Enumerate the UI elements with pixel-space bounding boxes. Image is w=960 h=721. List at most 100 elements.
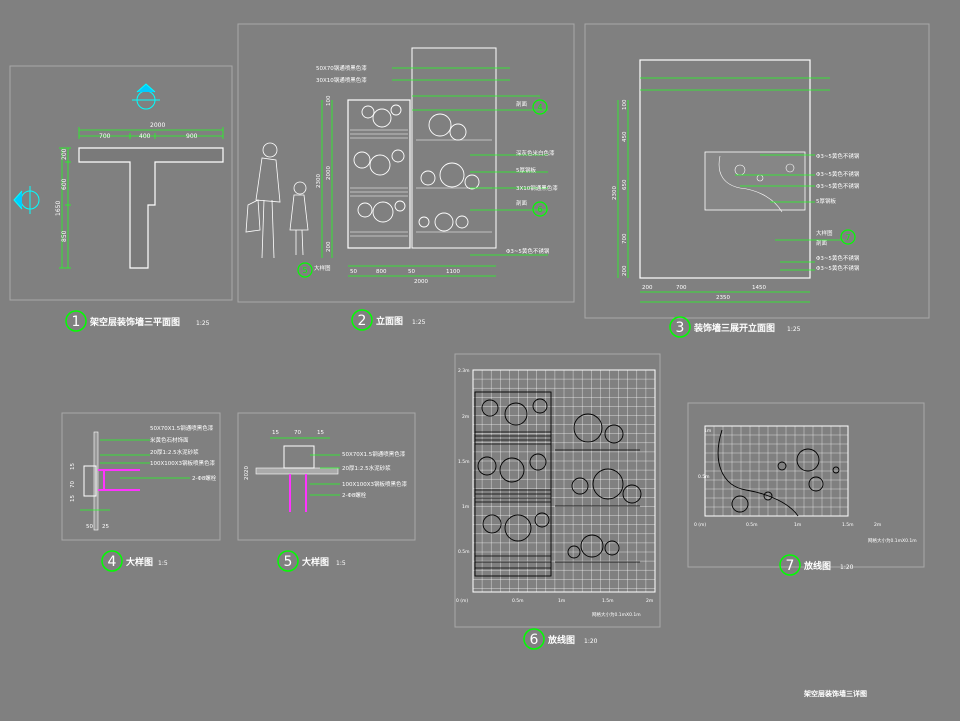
unfold-note: Φ3~5黄色不锈钢 bbox=[816, 170, 860, 178]
grid6-y-label: 2.3m bbox=[458, 368, 470, 374]
unfold-dim: 100 bbox=[622, 99, 628, 110]
title-badge-4: 4 大样图 1:5 bbox=[101, 550, 168, 572]
grid7-y-label: 1m bbox=[704, 428, 711, 434]
detail4-dim: 15 bbox=[70, 463, 76, 470]
people-figure-icon bbox=[245, 142, 309, 259]
elev-dim: 800 bbox=[376, 269, 387, 275]
drawing-title: 放线图 bbox=[803, 560, 831, 572]
plan-left-seg: 600 bbox=[61, 178, 68, 190]
unfold-dim: 200 bbox=[642, 285, 653, 291]
plan-left-seg: 850 bbox=[61, 230, 68, 242]
callout-markers bbox=[297, 99, 548, 278]
grid7-y-label: 0 (m) bbox=[694, 522, 706, 528]
title-badge-1: 1 架空层装饰墙三平面图 1:25 bbox=[65, 310, 210, 332]
grid7-x-label: 2m bbox=[874, 522, 881, 528]
badge-number: 6 bbox=[530, 632, 539, 648]
grid6-y-label: 1m bbox=[462, 504, 469, 510]
detail5-note: 20厚1:2.5水泥砂浆 bbox=[342, 464, 391, 472]
callout-marker bbox=[840, 229, 856, 245]
elev-dim: 2000 bbox=[326, 166, 332, 180]
detail4-note: 20厚1:2.5水泥砂浆 bbox=[150, 448, 199, 456]
badge-number: 1 bbox=[72, 314, 81, 330]
detail4-note: 100X100X3钢板喷黑色漆 bbox=[150, 459, 216, 467]
unfold-dim: 1450 bbox=[752, 285, 766, 291]
plan-top-seg: 400 bbox=[139, 133, 151, 140]
elev-dim-total: 2300 bbox=[316, 174, 322, 188]
unfold-dim: 700 bbox=[622, 233, 628, 244]
elev-note: Φ3~5黄色不锈钢 bbox=[506, 247, 550, 255]
detail-5: 15 70 15 2020 50X70X1.5钢通喷黑色漆 20厚1:2.5水泥… bbox=[244, 430, 408, 512]
grid6-y-label: 0 (m) bbox=[456, 598, 468, 604]
grid7-x-label: 1m bbox=[794, 522, 801, 528]
elev-dim-total: 2000 bbox=[414, 279, 428, 285]
elev-dim: 50 bbox=[350, 269, 357, 275]
detail4-dim: 15 bbox=[70, 495, 76, 502]
panel-frames bbox=[9, 23, 930, 628]
grid6-x-label: 2m bbox=[646, 598, 653, 604]
drawing-title: 立面图 bbox=[376, 315, 403, 327]
grid6-y-label: 0.5m bbox=[458, 549, 470, 555]
title-badge-7: 7 放线图 1:20 bbox=[779, 554, 854, 576]
unfold-dim-total: 2300 bbox=[612, 186, 618, 200]
unfold-note: 剖面 bbox=[816, 239, 828, 247]
elev-dim: 200 bbox=[326, 241, 332, 252]
grid-plan-7: 1m 0.5m 0 (m) 0.5m 1m 1.5m 2m 网格大小为0.1mX… bbox=[694, 425, 917, 544]
detail5-dim: 15 bbox=[317, 430, 324, 436]
unfold-note: Φ3~5黄色不锈钢 bbox=[816, 182, 860, 190]
elev-note: 30X10钢通喷黑色漆 bbox=[316, 76, 367, 84]
unfold-dim: 450 bbox=[622, 131, 628, 142]
detail5-dim: 15 bbox=[272, 430, 279, 436]
drawing-scale: 1:20 bbox=[840, 564, 854, 571]
drawing-scale: 1:5 bbox=[158, 560, 168, 567]
grid7-x-label: 1.5m bbox=[842, 522, 854, 528]
elev-dim: 50 bbox=[408, 269, 415, 275]
callout-number: 7 bbox=[845, 233, 850, 242]
grid6-note: 网格大小为0.1mX0.1m bbox=[592, 611, 641, 618]
grid6-x-label: 0.5m bbox=[512, 598, 524, 604]
callout-number: 4 bbox=[537, 103, 542, 112]
plan-left-total: 1650 bbox=[55, 201, 62, 216]
drawing-title: 大样图 bbox=[302, 556, 329, 568]
plan-top-seg: 900 bbox=[186, 133, 198, 140]
elev-note: 5厚钢板 bbox=[516, 166, 536, 174]
badge-number: 2 bbox=[358, 313, 367, 329]
grid7-x-label: 0.5m bbox=[746, 522, 758, 528]
badge-number: 5 bbox=[284, 554, 293, 570]
detail4-dim: 70 bbox=[70, 481, 76, 488]
detail5-note: 2-Φ8螺栓 bbox=[342, 491, 367, 499]
detail4-note: 2-Φ8螺栓 bbox=[192, 474, 217, 482]
detail5-dim: 2020 bbox=[244, 466, 250, 480]
elev-note: 剖面 bbox=[516, 100, 528, 108]
elev-note: 剖面 bbox=[516, 199, 528, 207]
detail-4: 50X70X1.5钢通喷黑色漆 米黄色石材饰面 20厚1:2.5水泥砂浆 100… bbox=[70, 424, 217, 531]
drawing-title: 架空层装饰墙三平面图 bbox=[89, 316, 180, 328]
title-badge-3: 3 装饰墙三展开立面图 1:25 bbox=[669, 316, 801, 338]
plan-top-total: 2000 bbox=[150, 122, 165, 129]
drawing-scale: 1:5 bbox=[336, 560, 346, 567]
elev-dim: 1100 bbox=[446, 269, 460, 275]
grid7-y-label: 0.5m bbox=[698, 474, 710, 480]
grid6-y-label: 1.5m bbox=[458, 459, 470, 465]
title-badge-2: 2 立面图 1:25 bbox=[351, 309, 426, 331]
drawing-scale: 1:25 bbox=[196, 320, 210, 327]
detail4-note: 米黄色石材饰面 bbox=[150, 436, 189, 444]
unfold-dim-total: 2350 bbox=[716, 295, 730, 301]
title-badge-6: 6 放线图 1:20 bbox=[523, 628, 598, 650]
drawing-title: 装饰墙三展开立面图 bbox=[693, 322, 775, 334]
unfolded-elevation: Φ3~5黄色不锈钢 Φ3~5黄色不锈钢 Φ3~5黄色不锈钢 5厚钢板 大样图 剖… bbox=[612, 59, 860, 303]
detail5-note: 50X70X1.5钢通喷黑色漆 bbox=[342, 450, 406, 458]
plan-top-seg: 700 bbox=[99, 133, 111, 140]
detail5-note: 100X100X3钢板喷黑色漆 bbox=[342, 480, 408, 488]
grid-plan-6: 2.3m 2m 1.5m 1m 0.5m 0 (m) 0.5m 1m 1.5m … bbox=[456, 368, 656, 618]
plan-drawing: 2000 700 400 900 200 600 850 1650 bbox=[13, 83, 224, 269]
detail4-dim: 25 bbox=[102, 524, 109, 530]
unfold-note: Φ3~5黄色不锈钢 bbox=[816, 254, 860, 262]
callout-number: 6 bbox=[537, 205, 542, 214]
detail4-note: 50X70X1.5钢通喷黑色漆 bbox=[150, 424, 214, 432]
plan-left-seg: 200 bbox=[61, 148, 68, 160]
detail5-dim: 70 bbox=[294, 430, 301, 436]
detail4-dim: 50 bbox=[86, 524, 93, 530]
title-badge-5: 5 大样图 1:5 bbox=[277, 550, 346, 572]
badge-number: 4 bbox=[108, 554, 117, 570]
